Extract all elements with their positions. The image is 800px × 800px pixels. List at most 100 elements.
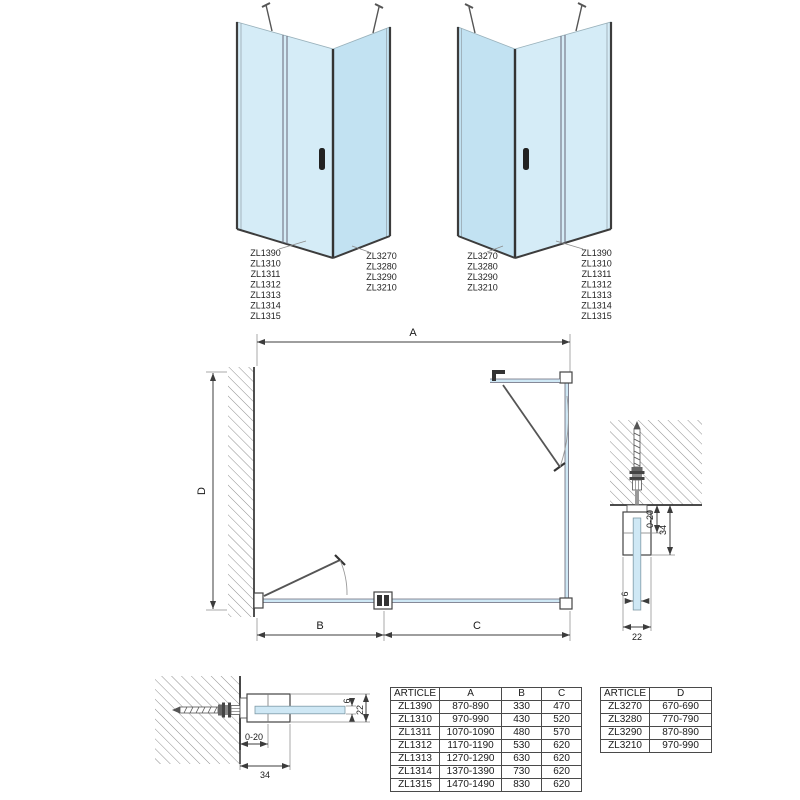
ceiling-braces <box>261 2 384 34</box>
column-header: B <box>501 687 543 701</box>
door-swing-arc <box>339 559 348 596</box>
dimension-d-label: D <box>196 487 208 495</box>
open-door-leaf <box>263 559 341 597</box>
dimension-c-label: C <box>473 620 481 632</box>
table-cell: ZL3270 <box>599 700 651 714</box>
glass-thickness-dimension: 6 <box>620 591 630 596</box>
article-label: ZL1315 <box>581 311 612 321</box>
column-header: D <box>649 687 713 701</box>
table-cell: 480 <box>501 726 543 740</box>
table-cell: 570 <box>541 726 583 740</box>
column-header: ARTICLE <box>389 687 441 701</box>
article-label: ZL3270 <box>366 251 397 261</box>
article-label: ZL1390 <box>581 248 612 258</box>
table-cell: 670-690 <box>649 700 713 714</box>
article-label: ZL1310 <box>250 259 281 269</box>
wall-profile-plan <box>253 592 264 609</box>
dimension-a: A <box>256 327 571 377</box>
side-glass-panel <box>457 26 516 259</box>
table-cell: 620 <box>541 778 583 792</box>
wall-bracket <box>492 370 505 381</box>
article-label: ZL1313 <box>581 290 612 300</box>
article-label: ZL3290 <box>366 272 397 282</box>
article-label: ZL1312 <box>250 280 281 290</box>
column-header: A <box>439 687 503 701</box>
article-labels-left-door: ZL1390 ZL1310 ZL1311 ZL1312 ZL1313 ZL131… <box>250 248 281 321</box>
table-cell: 770-790 <box>649 713 713 727</box>
table-cell: 620 <box>541 765 583 779</box>
article-label: ZL3280 <box>366 262 397 272</box>
column-header: C <box>541 687 583 701</box>
leader-lines <box>278 240 584 253</box>
article-label: ZL3290 <box>467 272 498 282</box>
table-cell: 1470-1490 <box>439 778 503 792</box>
article-label: ZL1311 <box>582 269 612 279</box>
glass-thickness-dimension: 6 <box>342 698 352 703</box>
article-labels-right-door: ZL1390 ZL1310 ZL1311 ZL1312 ZL1313 ZL131… <box>581 248 612 321</box>
ceiling-braces <box>464 2 587 34</box>
dimension-d: D <box>196 371 227 611</box>
article-label: ZL1390 <box>250 248 281 258</box>
table-cell: 870-890 <box>649 726 713 740</box>
table-cell: 730 <box>501 765 543 779</box>
top-segment-plan <box>490 370 569 472</box>
door-glass-panel <box>236 21 334 259</box>
table-cell: ZL3280 <box>599 713 651 727</box>
table-cell: 1170-1190 <box>439 739 503 753</box>
table-cell: ZL1314 <box>389 765 441 779</box>
wall-hatch <box>228 367 254 617</box>
table-cell: 470 <box>541 700 583 714</box>
door-divider-profile <box>560 35 566 244</box>
table-cell: ZL1312 <box>389 739 441 753</box>
detail-wall-dimensions: 6 22 0-20 34 <box>239 693 370 780</box>
door-glass-panel <box>514 21 612 259</box>
article-labels-right-side: ZL3270 ZL3280 ZL3290 ZL3210 <box>467 251 498 293</box>
article-label: ZL3280 <box>467 262 498 272</box>
column-header: ARTICLE <box>599 687 651 701</box>
table-cell: ZL1315 <box>389 778 441 792</box>
table-cell: 1370-1390 <box>439 765 503 779</box>
door-swing-arc <box>559 395 569 468</box>
glass-section <box>254 705 346 715</box>
side-panel-plan <box>559 371 573 610</box>
iso-drawing-left <box>235 2 392 259</box>
dimension-b-label: B <box>316 620 323 632</box>
profile-height-dimension: 22 <box>355 705 365 715</box>
door-assembly-plan <box>253 554 561 610</box>
table-cell: ZL1313 <box>389 752 441 766</box>
table-cell: 870-890 <box>439 700 503 714</box>
article-label: ZL3210 <box>467 283 498 293</box>
dimension-b-c: B C <box>256 611 571 641</box>
open-door-leaf <box>502 384 561 468</box>
article-label: ZL3210 <box>366 283 397 293</box>
depth-dimension: 34 <box>658 525 668 535</box>
table-cell: 1070-1090 <box>439 726 503 740</box>
detail-wall-mount: 6 22 0-20 34 <box>155 676 370 780</box>
article-label: ZL1313 <box>250 290 281 300</box>
article-label: ZL3270 <box>467 251 498 261</box>
frame-profiles <box>456 22 613 259</box>
adjust-dimension: 0-20 <box>645 510 655 528</box>
table-cell: 970-990 <box>649 739 713 753</box>
detail-ceiling-mount: 0-20 34 6 22 <box>610 420 702 642</box>
table-cell: ZL1390 <box>389 700 441 714</box>
detail-ceiling-dimensions: 0-20 34 6 22 <box>620 505 675 642</box>
depth-dimension: 34 <box>260 770 270 780</box>
ceiling-hatch <box>610 420 702 505</box>
dimension-a-label: A <box>409 327 417 339</box>
adjust-dimension: 0-20 <box>245 732 263 742</box>
iso-drawing-right <box>456 2 613 259</box>
article-label: ZL1315 <box>250 311 281 321</box>
table-cell: 520 <box>541 713 583 727</box>
